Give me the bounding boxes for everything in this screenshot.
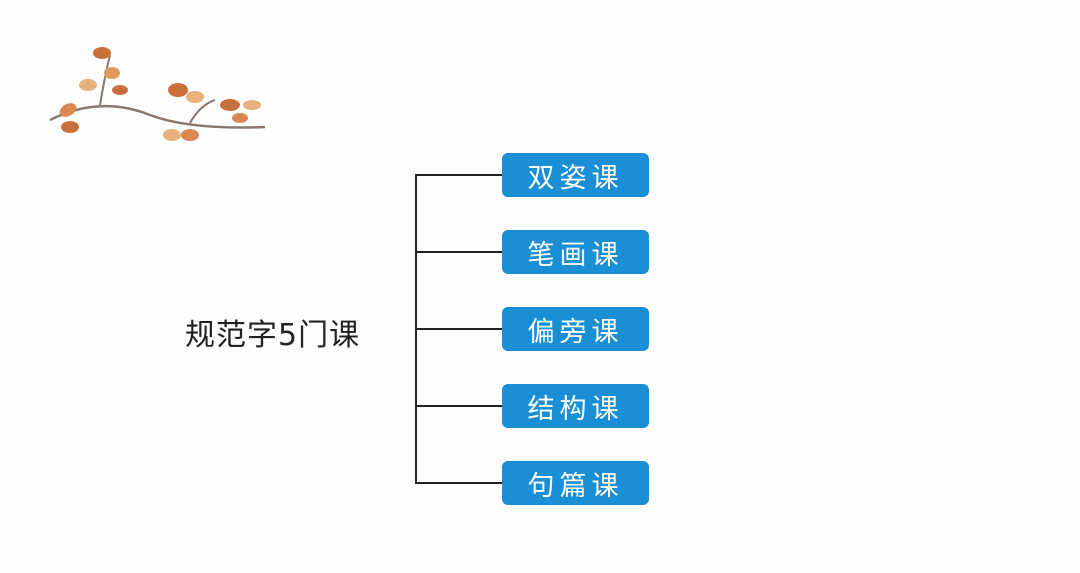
child-node-jupian: 句篇课 — [502, 461, 649, 505]
connector-line-5 — [415, 482, 503, 484]
child-node-bihua: 笔画课 — [502, 230, 649, 274]
child-node-pianpang: 偏旁课 — [502, 307, 649, 351]
child-node-shuangzi: 双姿课 — [502, 153, 649, 197]
connector-line-4 — [415, 405, 503, 407]
child-node-jiegou: 结构课 — [502, 384, 649, 428]
connector-line-3 — [415, 328, 503, 330]
connector-line-1 — [415, 174, 503, 176]
root-node-label: 规范字5门课 — [185, 318, 361, 353]
autumn-branch-decoration — [49, 47, 266, 141]
connector-line-2 — [415, 251, 503, 253]
